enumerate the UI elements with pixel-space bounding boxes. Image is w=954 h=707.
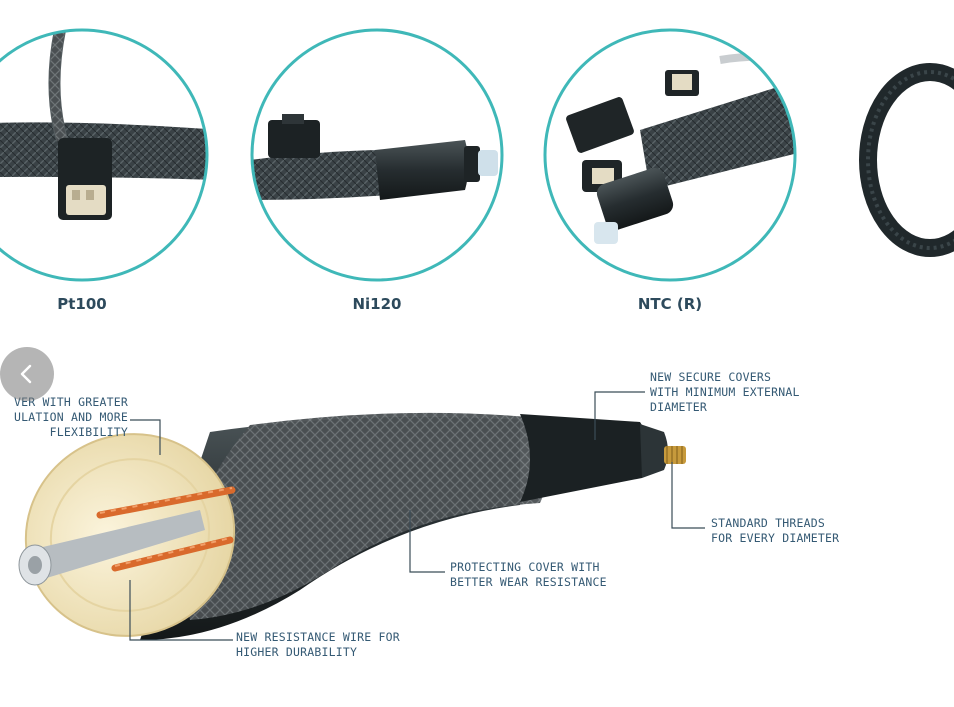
callout-resistance-wire: NEW RESISTANCE WIRE FOR HIGHER DURABILIT…: [236, 630, 400, 659]
variant-label-ntc: NTC (R): [637, 295, 703, 313]
callout-protecting-cover: PROTECTING COVER WITH BETTER WEAR RESIST…: [450, 560, 607, 589]
variant-label-ni120: Ni120: [352, 295, 402, 313]
callout-secure-covers: NEW SECURE COVERS WITH MINIMUM EXTERNAL …: [650, 370, 800, 414]
cutaway-cable: [18, 412, 686, 640]
ntc-photo: [545, 30, 795, 280]
variant-label-pt100: Pt100: [57, 295, 107, 313]
callout-insulation: VER WITH GREATER ULATION AND MORE FLEXIB…: [14, 395, 128, 439]
ni120-photo: [252, 30, 502, 280]
leader-lines: [129, 391, 705, 641]
pt100-photo: [0, 30, 207, 280]
callout-threads: STANDARD THREADS FOR EVERY DIAMETER: [711, 516, 840, 545]
chevron-left-icon: [20, 364, 32, 384]
coiled-cable-photo: [859, 63, 954, 257]
prev-image-button[interactable]: [0, 347, 54, 401]
